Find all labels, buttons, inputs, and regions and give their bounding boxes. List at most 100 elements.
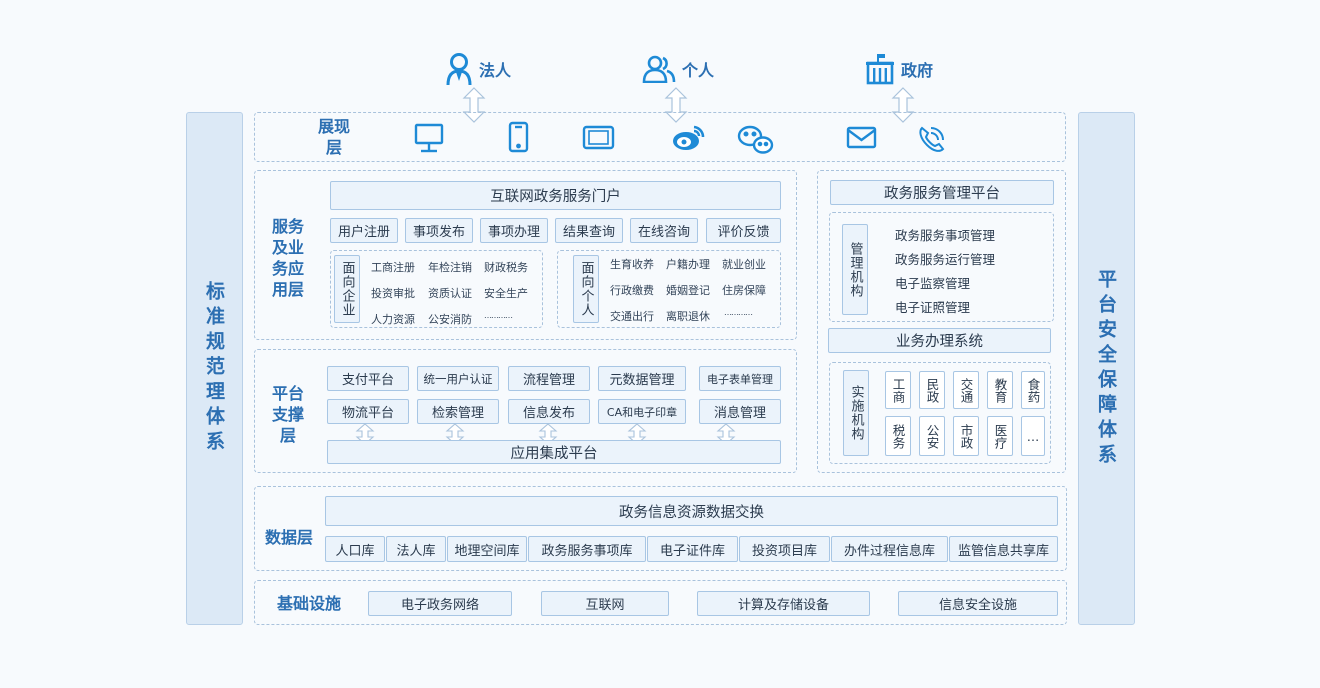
- people-icon: [642, 55, 676, 83]
- agency-tile: 公安: [919, 416, 945, 456]
- platform-box: 电子表单管理: [699, 366, 781, 391]
- management-org-group: [829, 212, 1054, 322]
- platform-box: 元数据管理: [598, 366, 686, 391]
- actor-individual: 个人: [642, 55, 714, 83]
- data-layer-title: 数据层: [264, 528, 313, 547]
- infra-box: 信息安全设施: [898, 591, 1058, 616]
- agency-tile: 食药: [1021, 371, 1045, 409]
- phone-icon: [919, 126, 945, 152]
- data-layer: [254, 486, 1067, 571]
- enterprise-group: [330, 250, 543, 328]
- personal-item: 就业创业: [722, 258, 766, 271]
- personal-item: 住房保障: [722, 284, 766, 297]
- tablet-icon: [582, 125, 615, 150]
- government-building-icon: [866, 54, 894, 85]
- infra-layer-title: 基础设施: [276, 594, 341, 613]
- enterprise-item: 年检注销: [428, 261, 472, 274]
- integration-platform-box: 应用集成平台: [327, 440, 781, 464]
- personal-item: 婚姻登记: [666, 284, 710, 297]
- agency-tile: …: [1021, 416, 1045, 456]
- platform-layer-title: 平台支撑层: [271, 384, 304, 445]
- agency-tile: 市政: [953, 416, 979, 456]
- enterprise-item: …………: [484, 311, 513, 320]
- platform-box: 统一用户认证: [417, 366, 499, 391]
- service-button: 在线咨询: [630, 218, 698, 243]
- database-box: 政务服务事项库: [528, 536, 646, 562]
- platform-box: 信息发布: [508, 399, 590, 424]
- service-layer: [254, 170, 797, 340]
- personal-item: 离职退休: [666, 310, 710, 323]
- management-platform-title: 政务服务管理平台: [830, 180, 1054, 205]
- management-item: 政务服务事项管理: [895, 228, 996, 243]
- database-box: 人口库: [325, 536, 385, 562]
- personal-item: 行政缴费: [610, 284, 654, 297]
- platform-box: 消息管理: [699, 399, 781, 424]
- presentation-layer-title: 展现层: [317, 117, 350, 157]
- database-box: 地理空间库: [447, 536, 527, 562]
- platform-box: 支付平台: [327, 366, 409, 391]
- platform-box: CA和电子印章: [598, 399, 686, 424]
- personal-item: 户籍办理: [666, 258, 710, 271]
- service-button: 事项办理: [480, 218, 548, 243]
- platform-box: 检索管理: [417, 399, 499, 424]
- personal-group: [557, 250, 781, 328]
- management-item: 政务服务运行管理: [895, 252, 996, 267]
- double-arrow-icon: [462, 87, 486, 123]
- platform-box: 物流平台: [327, 399, 409, 424]
- actor-label: 法人: [479, 61, 512, 80]
- platform-box: 流程管理: [508, 366, 590, 391]
- double-arrow-icon: [664, 87, 688, 123]
- agency-tile: 交通: [953, 371, 979, 409]
- personal-item: 生育收养: [610, 258, 654, 271]
- management-item: 电子证照管理: [895, 300, 971, 315]
- standards-bar: 标准规范理体系: [186, 112, 243, 625]
- data-exchange-box: 政务信息资源数据交换: [325, 496, 1058, 526]
- management-item: 电子监察管理: [895, 276, 971, 291]
- database-box: 监管信息共享库: [949, 536, 1058, 562]
- mail-icon: [846, 126, 877, 149]
- security-bar-label: 平台安全保障体系: [1095, 268, 1117, 469]
- database-box: 办件过程信息库: [831, 536, 948, 562]
- impl-org-label: 实施机构: [843, 370, 869, 456]
- person-icon: [446, 53, 472, 86]
- actor-label: 个人: [682, 61, 715, 80]
- personal-item: 交通出行: [610, 310, 654, 323]
- service-button: 评价反馈: [706, 218, 781, 243]
- enterprise-item: 财政税务: [484, 261, 528, 274]
- actor-legal-person: 法人: [445, 52, 511, 86]
- standards-bar-label: 标准规范理体系: [203, 281, 225, 456]
- security-bar: 平台安全保障体系: [1078, 112, 1135, 625]
- management-org-label: 管理机构: [842, 224, 868, 315]
- database-box: 电子证件库: [647, 536, 738, 562]
- wechat-icon: [737, 125, 774, 154]
- infra-box: 互联网: [541, 591, 669, 616]
- enterprise-item: 资质认证: [428, 287, 472, 300]
- actor-label: 政府: [901, 61, 934, 80]
- agency-tile: 民政: [919, 371, 945, 409]
- agency-tile: 税务: [885, 416, 911, 456]
- database-box: 投资项目库: [739, 536, 830, 562]
- mobile-icon: [508, 121, 529, 153]
- agency-tile: 教育: [987, 371, 1013, 409]
- service-button: 事项发布: [405, 218, 473, 243]
- double-arrow-icon: [891, 87, 915, 123]
- agency-tile: 医疗: [987, 416, 1013, 456]
- service-button: 用户注册: [330, 218, 398, 243]
- management-area: [817, 170, 1066, 473]
- presentation-layer: [254, 112, 1066, 162]
- enterprise-item: 人力资源: [371, 313, 415, 326]
- service-layer-title: 服务及业务应用层: [271, 217, 304, 299]
- business-system-title: 业务办理系统: [828, 328, 1051, 353]
- portal-box: 互联网政务服务门户: [330, 181, 781, 210]
- actor-government: 政府: [865, 53, 933, 85]
- database-box: 法人库: [386, 536, 446, 562]
- weibo-icon: [673, 125, 705, 150]
- agency-tile: 工商: [885, 371, 911, 409]
- enterprise-item: 公安消防: [428, 313, 472, 326]
- infra-box: 计算及存储设备: [697, 591, 870, 616]
- enterprise-item: 工商注册: [371, 261, 415, 274]
- enterprise-label: 面向企业: [334, 255, 360, 323]
